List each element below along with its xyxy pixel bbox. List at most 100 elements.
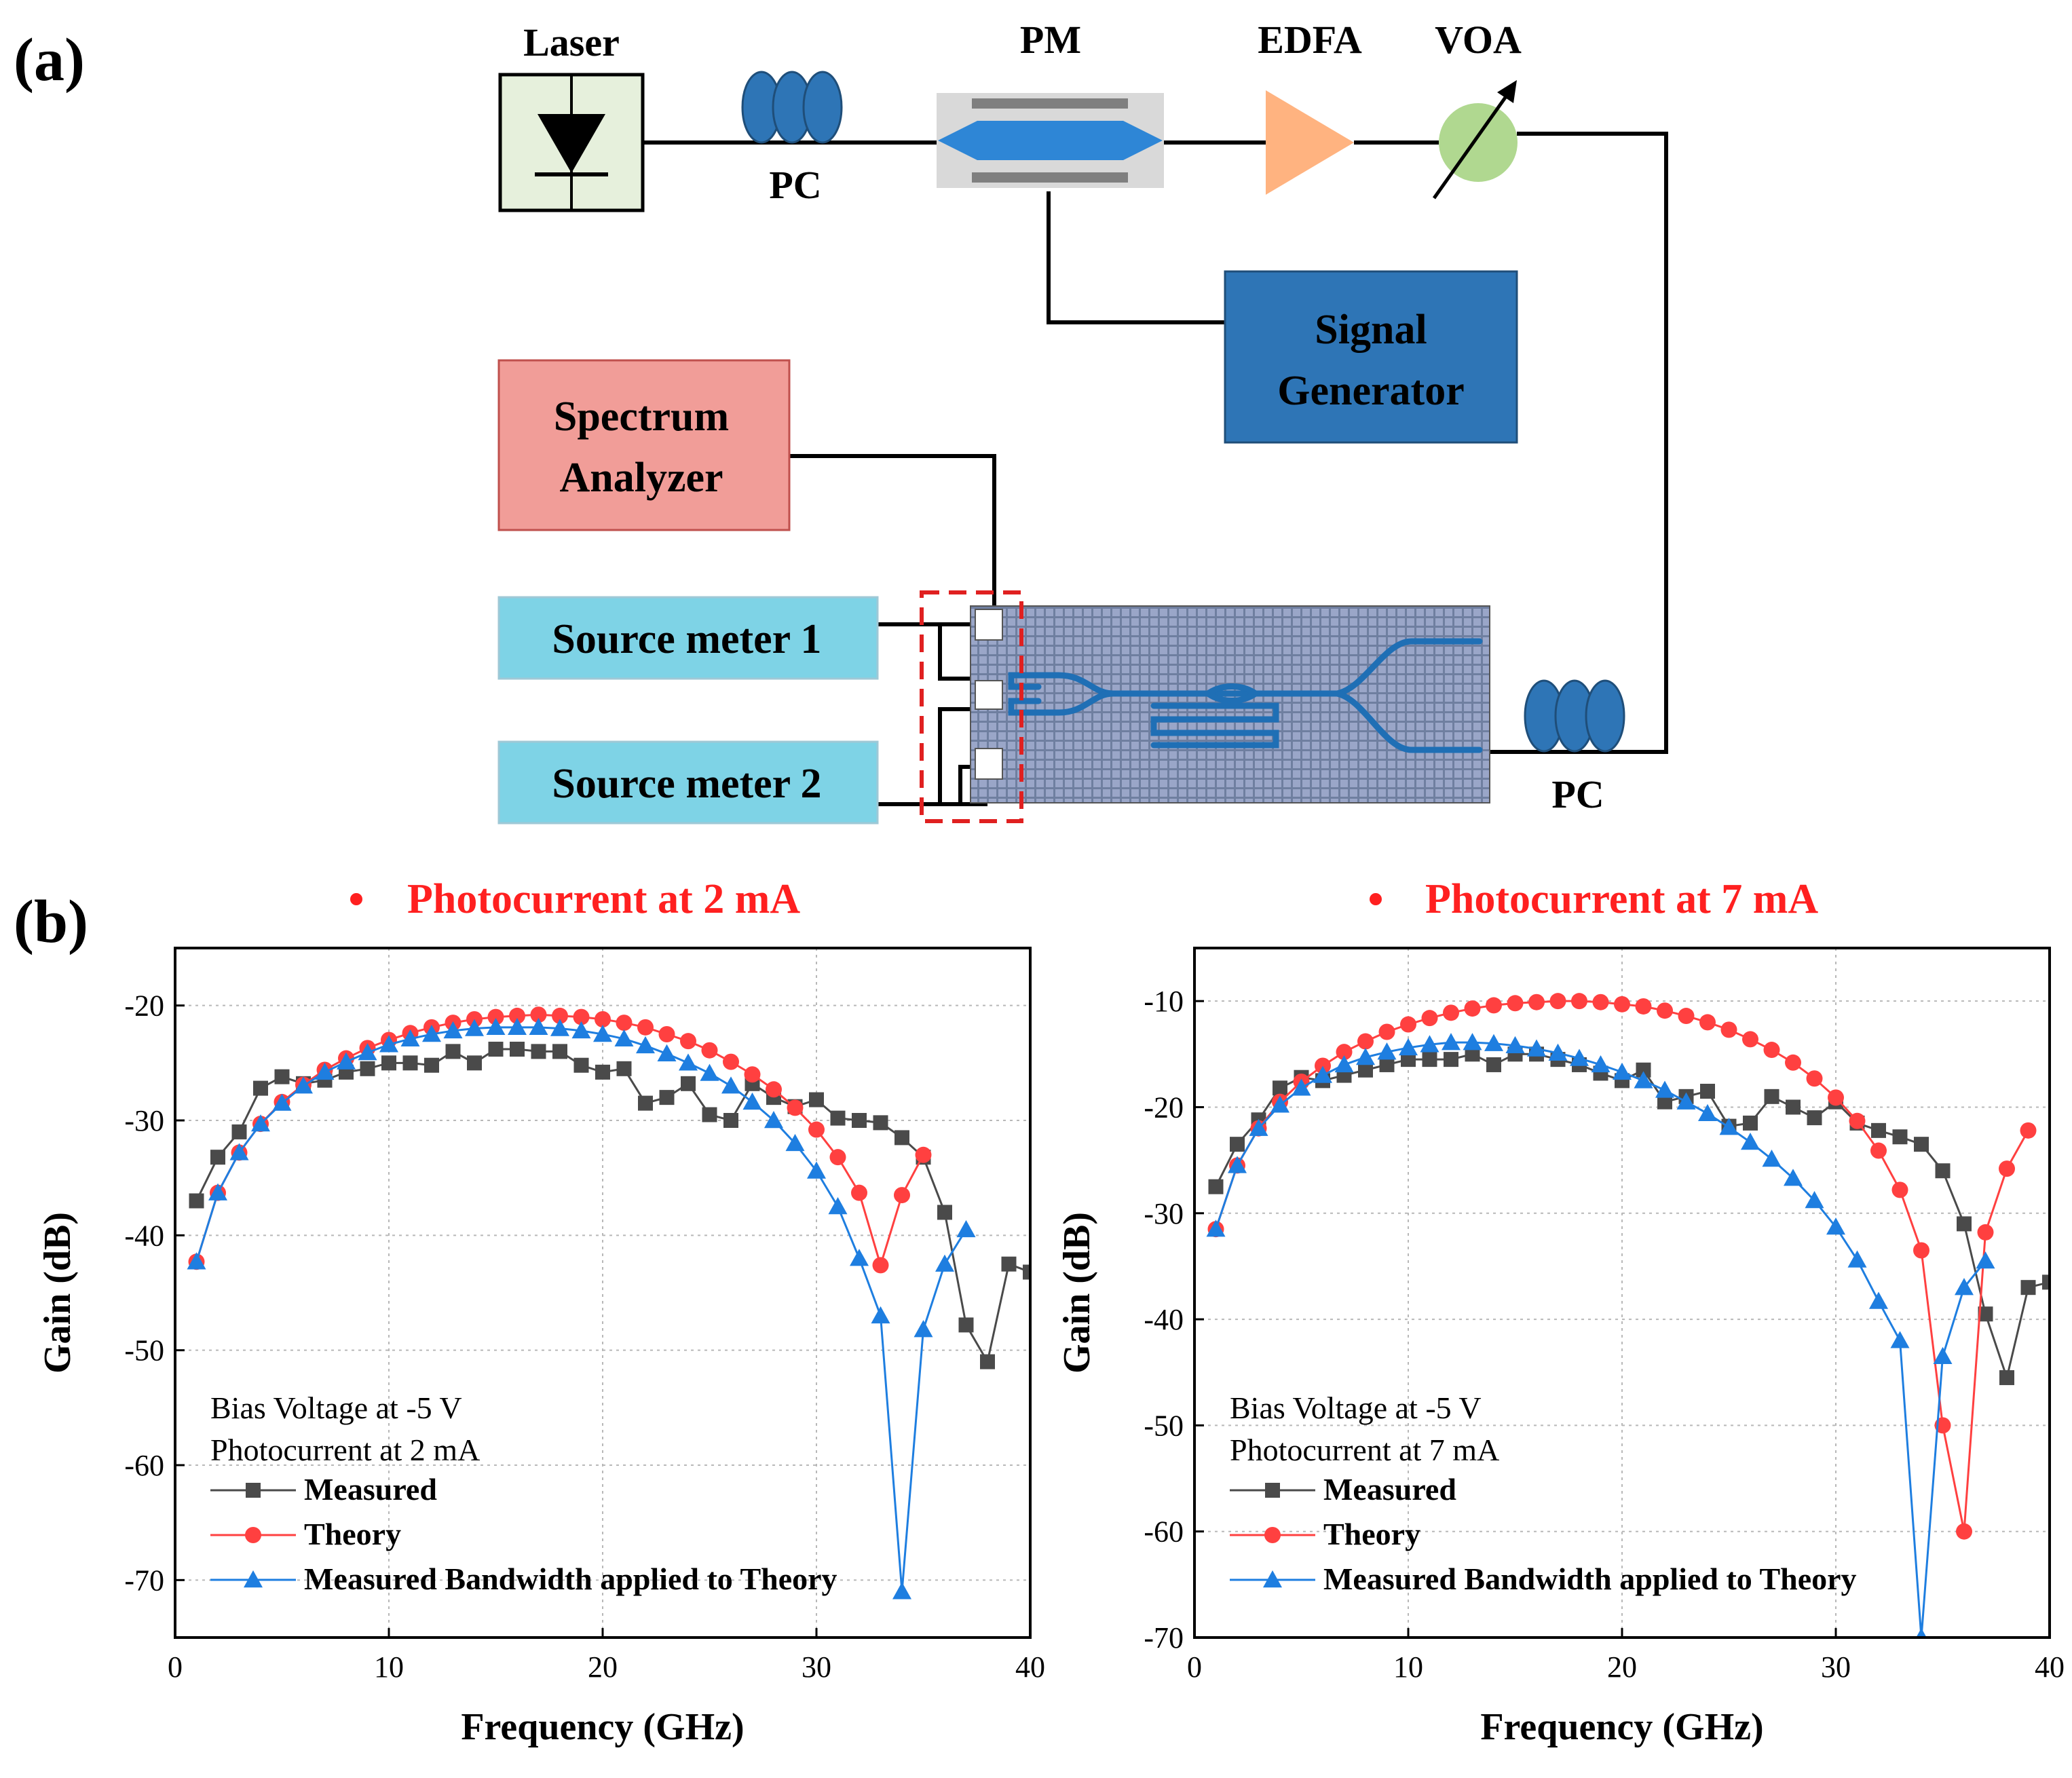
y-tick-label: -20 [1144, 1091, 1184, 1124]
data-point-2-27 [764, 1111, 783, 1129]
data-point-2-17 [550, 1019, 569, 1036]
data-point-2-8 [358, 1043, 377, 1061]
y-tick-label: -50 [124, 1334, 164, 1367]
data-point-2-20 [614, 1029, 634, 1046]
data-point-2-23 [1698, 1103, 1717, 1122]
data-point-0-32 [873, 1115, 888, 1131]
data-point-0-34 [1935, 1163, 1951, 1179]
x-tick-label: 0 [168, 1650, 183, 1684]
data-point-2-5 [294, 1076, 313, 1094]
data-point-2-7 [337, 1052, 356, 1070]
data-point-1-33 [1913, 1242, 1929, 1259]
data-point-0-33 [1914, 1137, 1929, 1152]
data-point-2-36 [1976, 1251, 1995, 1269]
spectrum-analyzer: Spectrum Analyzer [497, 359, 791, 531]
data-point-2-16 [529, 1017, 548, 1036]
data-point-2-6 [1334, 1055, 1354, 1073]
data-point-2-8 [1377, 1042, 1397, 1060]
data-point-1-22 [1678, 1008, 1695, 1025]
series-line-2 [195, 1026, 967, 1592]
data-point-0-0 [189, 1193, 204, 1209]
x-tick-label: 40 [1015, 1650, 1045, 1684]
data-point-0-31 [852, 1113, 867, 1128]
data-point-0-18 [573, 1057, 589, 1073]
data-point-2-11 [1442, 1033, 1461, 1051]
edfa-label: EDFA [1258, 18, 1362, 62]
voa: VOA [1432, 18, 1522, 200]
data-point-2-22 [1676, 1092, 1696, 1110]
data-point-1-15 [1528, 994, 1545, 1010]
x-tick-label: 30 [802, 1650, 831, 1684]
data-point-2-4 [272, 1093, 292, 1111]
data-point-0-15 [510, 1042, 525, 1057]
data-point-1-21 [637, 1019, 654, 1036]
data-point-0-21 [638, 1095, 653, 1111]
data-point-1-29 [1828, 1089, 1844, 1106]
annotation-text: Photocurrent at 2 mA [210, 1433, 480, 1467]
data-point-2-10 [1420, 1035, 1439, 1053]
data-point-1-32 [1891, 1181, 1908, 1198]
data-point-0-30 [830, 1110, 846, 1126]
data-point-1-28 [787, 1099, 804, 1116]
series-layer [187, 1006, 1030, 1600]
data-point-0-37 [1999, 1370, 2014, 1386]
data-point-2-3 [251, 1114, 270, 1132]
data-point-2-12 [1463, 1033, 1482, 1051]
data-point-0-9 [1401, 1052, 1416, 1067]
data-point-2-1 [208, 1183, 227, 1200]
data-point-0-33 [894, 1130, 909, 1146]
data-point-0-0 [1208, 1179, 1224, 1194]
data-point-2-10 [400, 1029, 420, 1046]
data-point-2-29 [1826, 1217, 1845, 1235]
legend-marker-1 [1264, 1527, 1281, 1543]
data-point-0-17 [552, 1044, 567, 1059]
data-point-0-25 [1743, 1115, 1758, 1131]
data-point-1-31 [851, 1184, 867, 1201]
data-point-0-2 [231, 1124, 247, 1139]
data-point-2-23 [679, 1053, 698, 1071]
data-point-0-11 [424, 1057, 439, 1073]
data-point-2-9 [1399, 1038, 1418, 1056]
phase-modulator: PM [937, 18, 1164, 188]
data-point-0-13 [1486, 1057, 1501, 1072]
data-point-2-34 [913, 1320, 933, 1338]
data-point-1-14 [487, 1008, 504, 1025]
data-point-1-27 [1785, 1054, 1801, 1071]
data-point-1-37 [1999, 1160, 2015, 1177]
y-axis-label: Gain (dB) [1056, 1212, 1098, 1374]
data-point-0-23 [681, 1076, 696, 1091]
data-point-2-21 [1655, 1080, 1674, 1098]
x-tick-label: 0 [1187, 1650, 1202, 1684]
data-point-2-11 [422, 1025, 441, 1042]
y-axis-label: Gain (dB) [37, 1212, 79, 1374]
voa-label: VOA [1435, 18, 1522, 62]
photonic-chip [970, 605, 1490, 803]
data-point-1-25 [1742, 1031, 1758, 1048]
data-point-1-17 [552, 1007, 568, 1024]
series-line-0 [195, 1048, 1030, 1365]
y-tick-label: -70 [1144, 1621, 1184, 1654]
data-point-1-30 [829, 1149, 846, 1166]
signal-generator: Signal Generator [1224, 270, 1518, 444]
source-meter-1-label: Source meter 1 [552, 616, 821, 662]
series-layer [1206, 993, 2050, 1638]
data-point-0-29 [809, 1092, 824, 1108]
data-point-1-21 [1657, 1002, 1673, 1019]
data-point-1-18 [573, 1008, 590, 1025]
data-point-1-13 [1486, 997, 1502, 1014]
legend-label-1: Theory [1323, 1517, 1420, 1551]
data-point-2-19 [593, 1025, 612, 1042]
data-point-1-34 [915, 1146, 932, 1163]
y-tick-label: -60 [1144, 1515, 1184, 1549]
data-point-0-8 [1379, 1057, 1395, 1072]
data-point-2-17 [1570, 1048, 1589, 1066]
legend-label-0: Measured [1323, 1472, 1456, 1507]
annotation-text: Bias Voltage at -5 V [1230, 1391, 1482, 1425]
data-point-2-16 [1548, 1043, 1568, 1061]
pc-bottom-label: PC [1551, 772, 1604, 816]
data-point-2-14 [1505, 1036, 1525, 1054]
annotation-text: Photocurrent at 7 mA [1230, 1433, 1499, 1467]
x-tick-label: 40 [2035, 1650, 2065, 1684]
data-point-0-39 [2042, 1274, 2050, 1290]
